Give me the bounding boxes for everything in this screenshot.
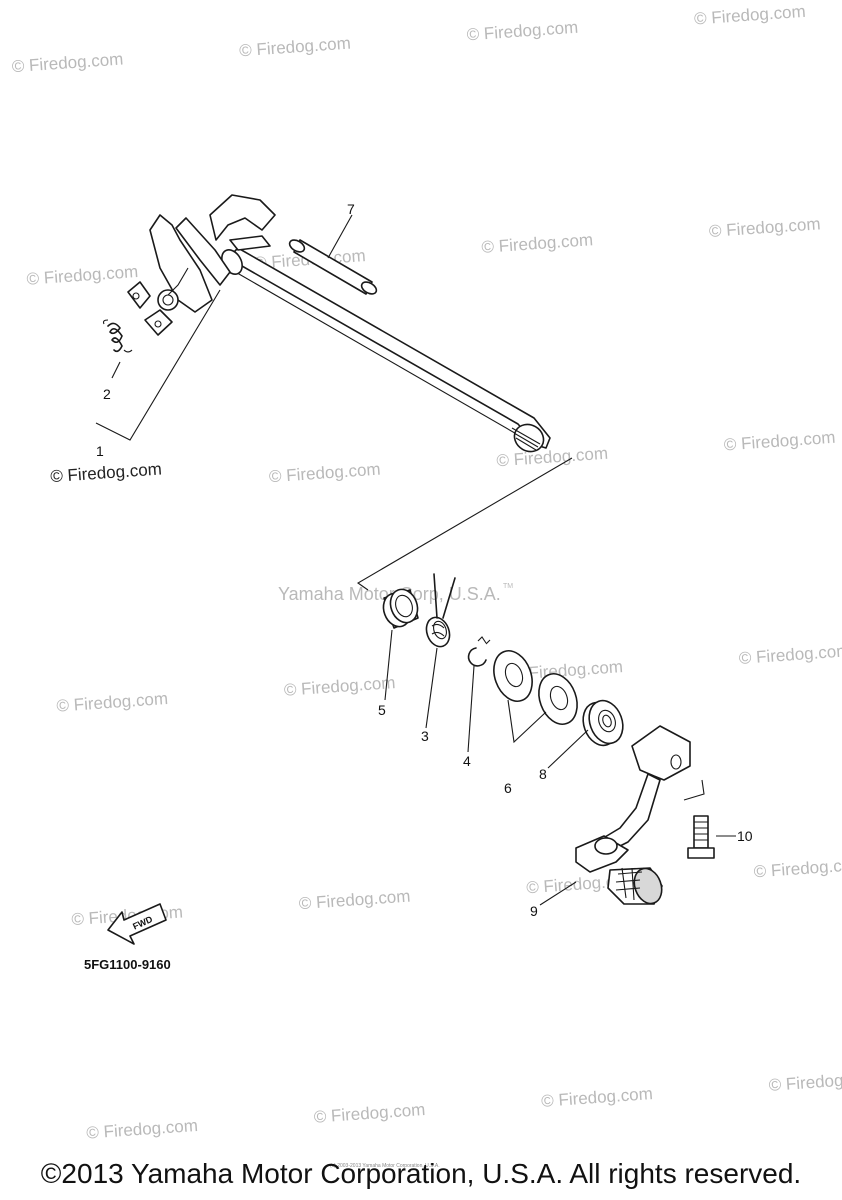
leader-shaft-end: [356, 457, 573, 591]
callout-3: 3: [421, 728, 429, 744]
watermark: © Firedog.com: [283, 673, 396, 700]
leader-2: [111, 361, 121, 379]
watermark: © Firedog.com: [313, 1100, 426, 1127]
watermark: © Firedog.com: [723, 428, 836, 455]
watermark: © Firedog.com: [708, 214, 821, 241]
callout-10: 10: [737, 828, 753, 844]
bolt-guide-line: [683, 779, 705, 801]
tiny-copyright-note: (c) 2003-2013 Yamaha Motor Corporation, …: [330, 1163, 440, 1169]
dowel-pin: [288, 239, 378, 295]
watermark: © Firedog.com: [26, 262, 139, 289]
watermark: © Firedog.com: [86, 1116, 199, 1143]
figure-code: 5FG1100-9160: [84, 957, 171, 972]
watermark: © Firedog.com: [693, 2, 806, 29]
washers: [493, 650, 578, 725]
oil-seal: [582, 699, 624, 747]
watermark: © Firedog.com: [239, 34, 352, 61]
leader-6: [507, 699, 547, 744]
leader-1: [95, 289, 221, 441]
leader-9: [539, 881, 577, 906]
leader-5: [384, 629, 393, 701]
watermark: © Firedog.com: [496, 444, 609, 471]
callout-2: 2: [103, 386, 111, 402]
callout-9: 9: [530, 903, 538, 919]
watermark: © Firedog.com: [466, 18, 579, 45]
shift-pedal: [575, 725, 691, 905]
circlip: [467, 636, 491, 667]
torsion-spring: [425, 573, 456, 648]
callout-7: 7: [347, 201, 355, 217]
callout-6: 6: [504, 780, 512, 796]
watermark: © Firedog.com: [738, 641, 842, 668]
leader-8: [547, 729, 589, 769]
fwd-arrow-icon: FWD: [107, 903, 167, 945]
leader-7: [327, 214, 353, 259]
shift-shaft-assembly: [127, 194, 551, 453]
watermark: © Firedog.com: [541, 1084, 654, 1111]
callout-4: 4: [463, 753, 471, 769]
callout-1: 1: [96, 443, 104, 459]
leader-4: [467, 665, 475, 753]
watermark: © Firedog.com: [11, 49, 124, 76]
watermark: © Firedog.com: [753, 855, 842, 882]
collar: [382, 588, 419, 629]
center-watermark-mark: TM: [503, 583, 513, 590]
watermark: © Firedog.com: [481, 230, 594, 257]
watermark: © Firedog.com: [298, 886, 411, 913]
watermark-dark: © Firedog.com: [50, 459, 163, 486]
bolt: [683, 779, 715, 859]
copyright-footer: ©2013 Yamaha Motor Corporation, U.S.A. A…: [40, 1158, 802, 1189]
watermark: © Firedog.com: [268, 460, 381, 487]
watermark: © Firedog.com: [768, 1068, 842, 1095]
watermark: © Firedog.com: [56, 689, 169, 716]
callout-5: 5: [378, 702, 386, 718]
return-spring: [102, 319, 133, 353]
leader-3: [425, 647, 438, 729]
callout-8: 8: [539, 766, 547, 782]
